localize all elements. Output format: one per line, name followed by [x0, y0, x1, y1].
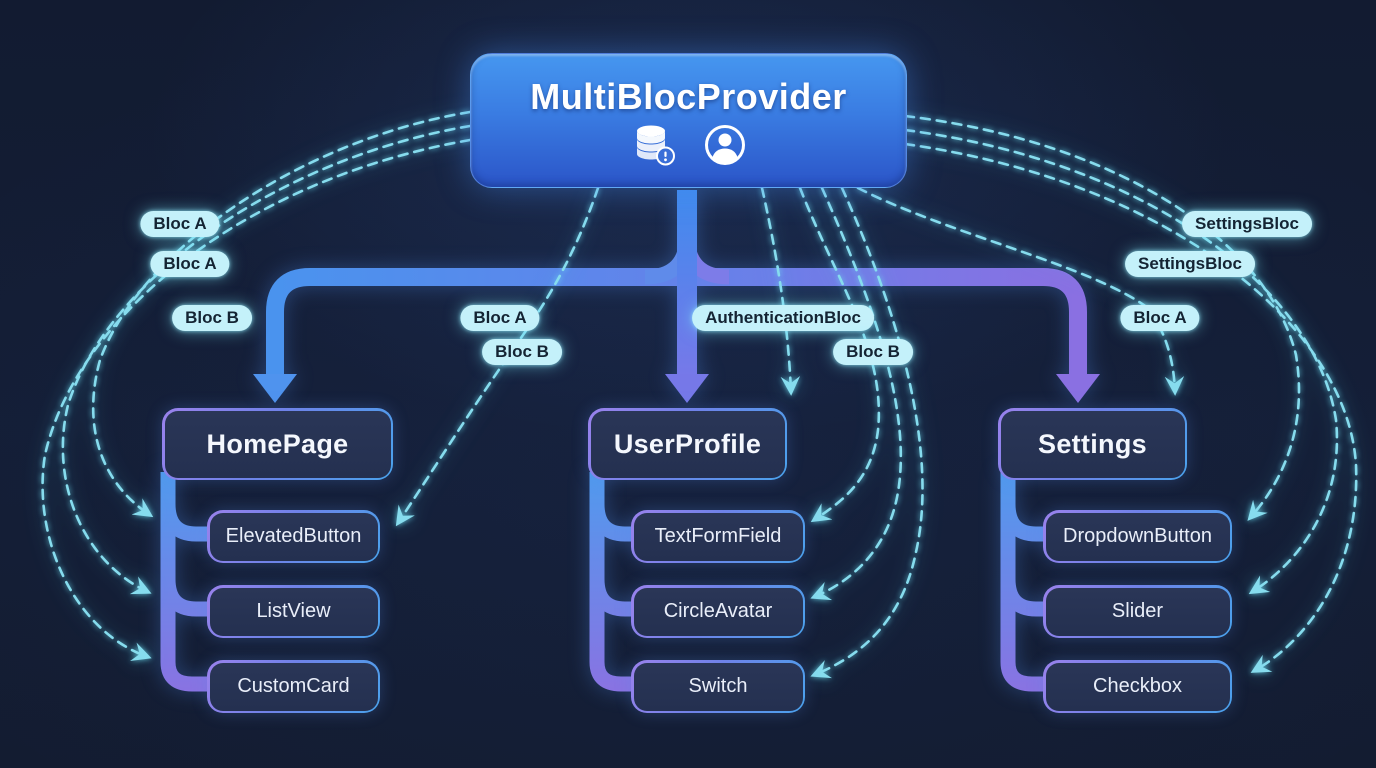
user-icon: [704, 124, 745, 165]
provider-title: MultiBlocProvider: [530, 75, 847, 117]
settings-widget-connectors: [1000, 472, 1049, 692]
circleavatar-box: CircleAvatar: [631, 585, 805, 638]
main-branch: [266, 268, 1087, 378]
dashed-bloca-to-listview-left: [61, 124, 472, 595]
provider-icons: [632, 124, 746, 166]
homepage-widget-connectors: [160, 472, 213, 692]
dropdownbutton-box: DropdownButton: [1043, 510, 1232, 563]
dashed-to-textformfield: [798, 186, 881, 523]
arrow-to-userprofile: [665, 374, 709, 403]
label-bloc-a-right: Bloc A: [1120, 305, 1200, 331]
homepage-title: HomePage: [164, 410, 391, 478]
label-bloc-a-mid: Bloc A: [460, 305, 540, 331]
textformfield-box: TextFormField: [631, 510, 805, 563]
arrow-to-homepage: [253, 374, 297, 403]
checkbox-box: Checkbox: [1043, 660, 1232, 713]
label-bloc-b-right: Bloc B: [833, 339, 913, 365]
switch-box: Switch: [631, 660, 805, 713]
dashed-settingsbloc-to-slider: [903, 128, 1339, 595]
userprofile-title: UserProfile: [590, 410, 785, 478]
dashed-bloca-to-settings-top: [856, 186, 1185, 396]
dashed-to-switch: [810, 186, 924, 679]
database-icon: [636, 125, 675, 165]
dashed-to-checkbox: [903, 142, 1358, 673]
dashed-blocb-to-customcard-left: [41, 138, 472, 661]
label-settingsbloc-1: SettingsBloc: [1182, 211, 1312, 237]
listview-box: ListView: [207, 585, 380, 638]
customcard-box: CustomCard: [207, 660, 380, 713]
userprofile-box: UserProfile: [588, 408, 787, 480]
settings-box: Settings: [998, 408, 1187, 480]
elevatedbutton-box: ElevatedButton: [207, 510, 380, 563]
slider-box: Slider: [1043, 585, 1232, 638]
label-bloc-b-mid: Bloc B: [482, 339, 562, 365]
dashed-to-circleavatar: [810, 186, 903, 601]
homepage-box: HomePage: [162, 408, 393, 480]
settings-title: Settings: [1000, 410, 1185, 478]
label-settingsbloc-2: SettingsBloc: [1125, 251, 1255, 277]
userprofile-widget-connectors: [589, 472, 637, 692]
label-bloc-b-left: Bloc B: [172, 305, 252, 331]
multiblocprovider-box: MultiBlocProvider: [470, 53, 907, 188]
arrow-to-settings: [1056, 374, 1100, 403]
label-authenticationbloc: AuthenticationBloc: [692, 305, 874, 331]
dashed-settingsbloc-to-dropdownbutton: [903, 114, 1301, 521]
label-bloc-a-left-2: Bloc A: [150, 251, 230, 277]
label-bloc-a-left-1: Bloc A: [140, 211, 220, 237]
dashed-authenticationbloc-to-userprofile: [760, 186, 801, 396]
dashed-bloca-to-elevatedbutton-left: [91, 110, 472, 518]
